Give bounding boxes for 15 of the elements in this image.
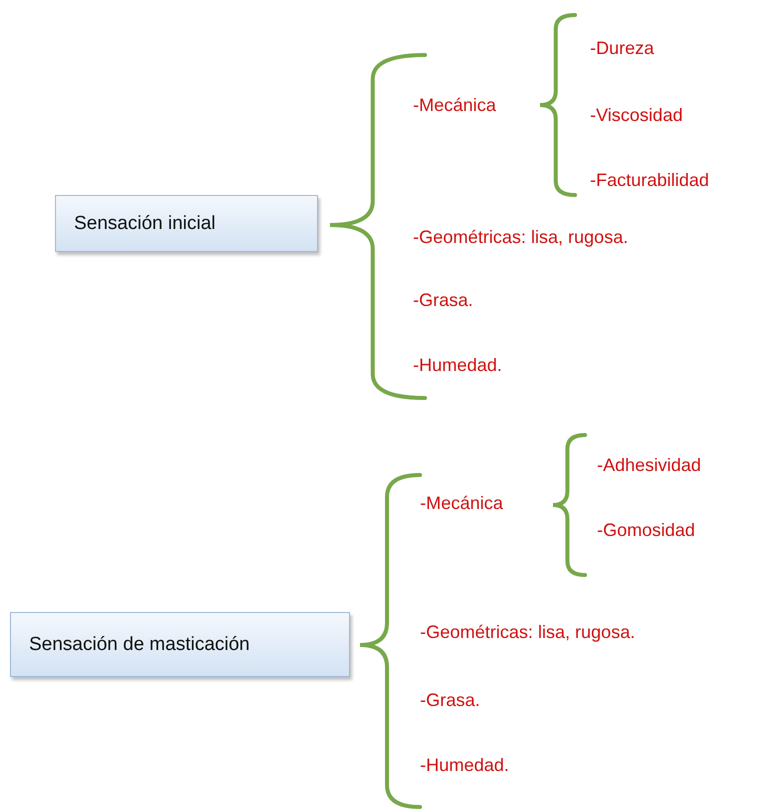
property-label: -Dureza xyxy=(590,37,654,60)
property-label: -Grasa. xyxy=(420,689,480,712)
property-label: -Grasa. xyxy=(413,289,474,312)
property-label: -Geométricas: lisa, rugosa. xyxy=(413,226,628,249)
property-label: -Gomosidad xyxy=(597,519,696,542)
category-box: Sensación de masticación xyxy=(10,612,350,677)
property-label: -Humedad. xyxy=(420,754,510,777)
property-label: -Humedad. xyxy=(413,354,502,377)
property-label: -Geométricas: lisa, rugosa. xyxy=(420,621,636,644)
property-label: -Facturabilidad xyxy=(590,169,710,192)
property-label: -Adhesividad xyxy=(597,454,702,477)
property-label: -Viscosidad xyxy=(590,104,683,127)
property-label: -Mecánica xyxy=(413,94,496,117)
property-label: -Mecánica xyxy=(420,492,504,515)
category-box: Sensación inicial xyxy=(55,195,318,252)
